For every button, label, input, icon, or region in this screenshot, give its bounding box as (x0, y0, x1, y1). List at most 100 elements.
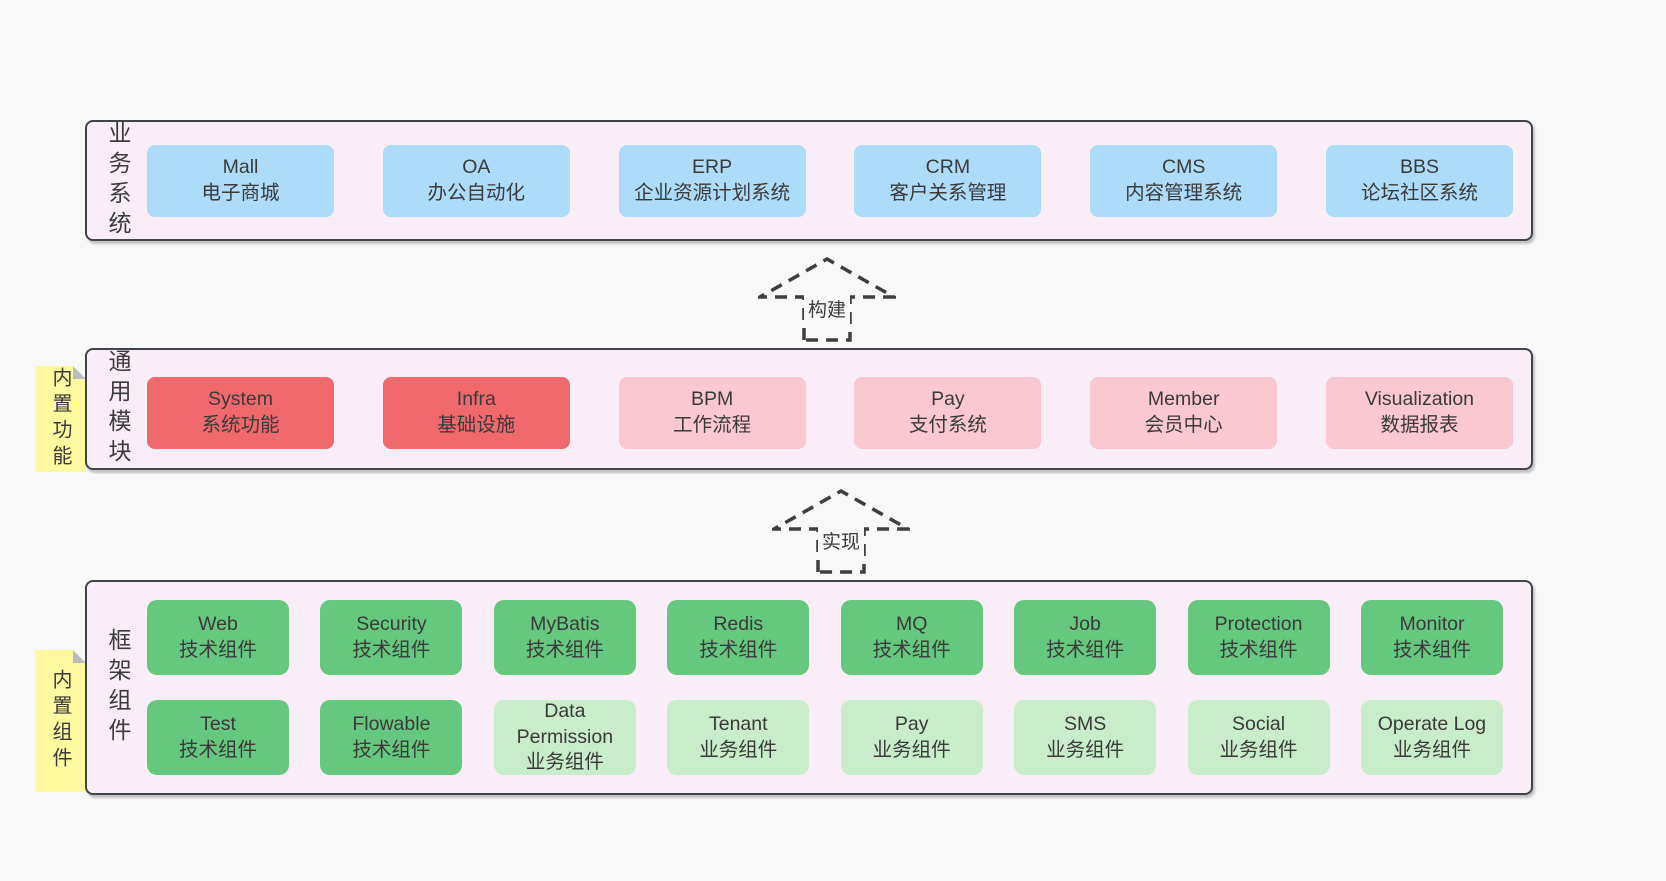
box-title: CMS (1162, 156, 1206, 179)
box-subtitle: 业务组件 (1219, 738, 1298, 761)
box-subtitle: 企业资源计划系统 (634, 182, 791, 204)
box-subtitle: 业务组件 (1392, 738, 1471, 761)
box-title: Member (1147, 388, 1220, 411)
box-subtitle: 论坛社区系统 (1360, 182, 1478, 204)
box-pay-component: Pay 业务组件 (840, 700, 983, 775)
dashed-up-arrow-icon (772, 488, 910, 574)
box-title: OA (462, 156, 491, 179)
box-title: System (207, 388, 273, 411)
box-mall: Mall 电子商城 (147, 145, 334, 217)
box-subtitle: 数据报表 (1380, 414, 1459, 436)
box-subtitle: 业务组件 (699, 738, 778, 761)
box-title: Operate Log (1377, 712, 1487, 735)
arrow-implement-label: 实现 (817, 525, 865, 556)
arrow-implement: 实现 (772, 488, 910, 574)
box-protection: Protection 技术组件 (1187, 600, 1330, 675)
box-title: Security (356, 612, 427, 635)
box-flowable: Flowable 技术组件 (320, 700, 463, 775)
arrow-build: 构建 (758, 256, 896, 342)
box-subtitle: 技术组件 (1219, 638, 1298, 661)
box-cms: CMS 内容管理系统 (1090, 145, 1278, 217)
box-oa: OA 办公自动化 (382, 145, 570, 217)
box-title: Flowable (352, 712, 431, 735)
sticky-note-builtin-components: 内置组件 (35, 650, 86, 792)
box-visualization: Visualization 数据报表 (1325, 377, 1513, 449)
box-subtitle: 技术组件 (872, 638, 951, 661)
box-title: Monitor (1399, 612, 1465, 635)
side-label-common-modules: 通用模块 (105, 349, 131, 469)
box-title: Infra (456, 388, 496, 411)
box-subtitle: 技术组件 (525, 638, 604, 661)
box-title: ERP (692, 156, 733, 179)
box-title: Web (198, 612, 238, 635)
side-label-business-systems: 业务系统 (105, 120, 131, 241)
box-subtitle: 技术组件 (178, 738, 257, 761)
box-operate-log: Operate Log 业务组件 (1360, 700, 1503, 775)
box-title: Mall (222, 156, 259, 179)
box-title: Tenant (708, 712, 768, 735)
panel-business-systems: 业务系统 Mall 电子商城 OA 办公自动化 ERP 企业资源计划系统 CRM… (85, 120, 1533, 241)
box-bbs: BBS 论坛社区系统 (1325, 145, 1513, 217)
box-title: Pay (931, 388, 965, 411)
box-title: SMS (1063, 712, 1107, 735)
box-title: Test (200, 712, 236, 735)
box-subtitle: 基础设施 (437, 414, 516, 436)
box-subtitle: 支付系统 (908, 414, 987, 436)
box-system: System 系统功能 (147, 377, 334, 449)
box-title: Social (1231, 712, 1286, 735)
panel-common-modules: 通用模块 System 系统功能 Infra 基础设施 BPM 工作流程 Pay… (85, 348, 1533, 470)
box-subtitle: 业务组件 (525, 751, 604, 774)
box-title: Visualization (1364, 388, 1475, 411)
box-title: Protection (1214, 612, 1303, 635)
box-member: Member 会员中心 (1090, 377, 1278, 449)
box-title: CRM (925, 156, 971, 179)
box-subtitle: 技术组件 (1392, 638, 1471, 661)
box-title: BBS (1399, 156, 1439, 179)
row-tech-components: Web 技术组件 Security 技术组件 MyBatis 技术组件 Redi… (147, 600, 1503, 675)
box-title: Pay (894, 712, 929, 735)
box-mybatis: MyBatis 技术组件 (493, 600, 636, 675)
box-security: Security 技术组件 (320, 600, 463, 675)
box-infra: Infra 基础设施 (382, 377, 570, 449)
sticky-note-builtin-features: 内置功能 (35, 366, 86, 472)
box-tenant: Tenant 业务组件 (667, 700, 810, 775)
box-pay-module: Pay 支付系统 (854, 377, 1042, 449)
arrow-build-label: 构建 (803, 293, 851, 324)
box-title: BPM (690, 388, 734, 411)
box-subtitle: 技术组件 (699, 638, 778, 661)
box-monitor: Monitor 技术组件 (1360, 600, 1503, 675)
panel-framework-components: 框架组件 Web 技术组件 Security 技术组件 MyBatis 技术组件… (85, 580, 1533, 795)
box-erp: ERP 企业资源计划系统 (618, 145, 806, 217)
box-subtitle: 内容管理系统 (1125, 182, 1243, 204)
sticky-label: 内置组件 (49, 669, 71, 773)
box-subtitle: 办公自动化 (427, 182, 526, 204)
box-subtitle: 业务组件 (872, 738, 951, 761)
box-job: Job 技术组件 (1014, 600, 1157, 675)
box-title: MyBatis (530, 612, 600, 635)
box-social: Social 业务组件 (1187, 700, 1330, 775)
box-title: MQ (895, 612, 928, 635)
box-subtitle: 技术组件 (352, 638, 431, 661)
box-subtitle: 系统功能 (201, 414, 280, 436)
box-subtitle: 技术组件 (1046, 638, 1125, 661)
box-subtitle: 客户关系管理 (889, 182, 1007, 204)
dashed-up-arrow-icon (758, 256, 896, 342)
box-title: Job (1069, 612, 1101, 635)
box-bpm: BPM 工作流程 (618, 377, 806, 449)
box-subtitle: 技术组件 (352, 738, 431, 761)
box-title: Data Permission (516, 699, 614, 748)
row-business-components: Test 技术组件 Flowable 技术组件 Data Permission … (147, 700, 1503, 775)
box-sms: SMS 业务组件 (1014, 700, 1157, 775)
box-subtitle: 会员中心 (1144, 414, 1223, 436)
row-business-systems: Mall 电子商城 OA 办公自动化 ERP 企业资源计划系统 CRM 客户关系… (147, 145, 1513, 217)
box-crm: CRM 客户关系管理 (854, 145, 1042, 217)
box-test: Test 技术组件 (147, 700, 289, 775)
sticky-label: 内置功能 (49, 367, 71, 471)
box-web: Web 技术组件 (147, 600, 289, 675)
box-redis: Redis 技术组件 (667, 600, 810, 675)
box-mq: MQ 技术组件 (840, 600, 983, 675)
row-common-modules: System 系统功能 Infra 基础设施 BPM 工作流程 Pay 支付系统… (147, 377, 1513, 449)
box-data-permission: Data Permission 业务组件 (493, 699, 636, 775)
box-title: Redis (713, 612, 764, 635)
